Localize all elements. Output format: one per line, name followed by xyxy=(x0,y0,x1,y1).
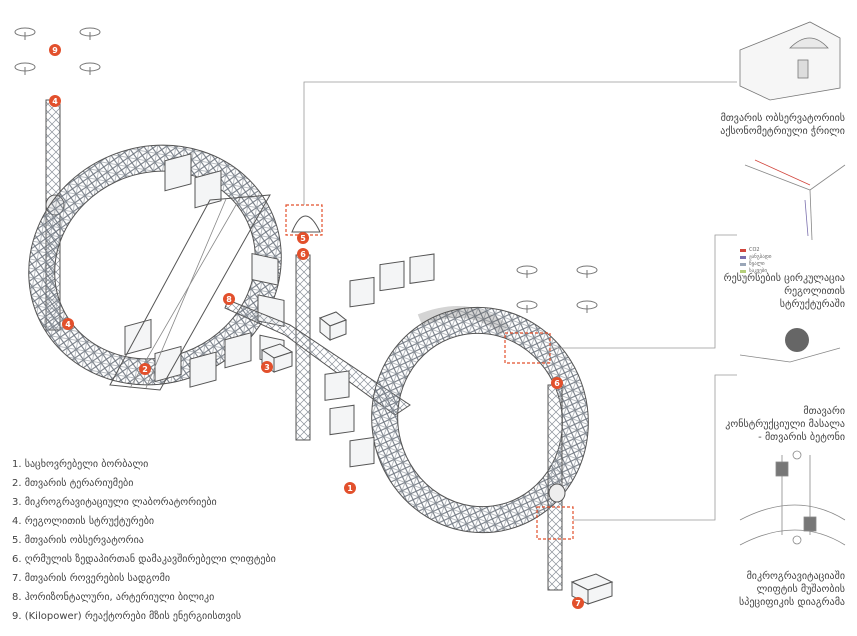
leader-lines xyxy=(303,81,737,521)
legend-item: 5. მთვარის ობსერვატორია xyxy=(12,535,144,546)
number-marker-circle xyxy=(297,248,309,260)
number-marker: 9 xyxy=(49,44,61,56)
number-marker-circle xyxy=(62,318,74,330)
number-marker: 6 xyxy=(297,248,309,260)
legend-item: 7. მთვარის როვერების სადგომი xyxy=(12,573,171,584)
number-marker-label: 4 xyxy=(65,320,71,329)
number-marker-circle xyxy=(139,363,151,375)
reactors-top xyxy=(14,27,101,75)
rover-garage xyxy=(570,573,614,605)
number-marker-label: 8 xyxy=(226,295,232,304)
elevator-diagram xyxy=(739,450,846,546)
legend-item: 4. რეგოლითის სტრუქტურები xyxy=(12,516,155,527)
number-marker-circle xyxy=(344,482,356,494)
terrarium-modules-left xyxy=(124,153,252,388)
number-marker-label: 2 xyxy=(142,365,148,374)
number-marker-label: 9 xyxy=(52,46,58,55)
number-marker: 1 xyxy=(344,482,356,494)
number-marker-circle xyxy=(223,293,235,305)
reactors-mid xyxy=(516,265,598,313)
legend-item: 1. საცხოვრებელი ბორბალი xyxy=(12,459,149,470)
legend-item: 6. ღრმულის ზედაპირთან დამაკავშირებელი ლი… xyxy=(12,554,276,565)
number-marker-label: 4 xyxy=(52,97,58,106)
key-row: წყალი xyxy=(740,261,771,268)
number-marker: 6 xyxy=(551,377,563,389)
key-row: CO2 xyxy=(740,247,771,254)
key-row: საკვები xyxy=(740,268,771,275)
regolith-walkway-right xyxy=(417,306,509,335)
legend-item: 9. (Kilopower) რეაქტორები მზის ენერგიისთ… xyxy=(12,611,242,622)
number-marker-label: 7 xyxy=(575,599,581,608)
key-row: ჟანგბადი xyxy=(740,254,771,261)
number-marker: 7 xyxy=(572,597,584,609)
material-sketch xyxy=(739,328,841,363)
legend-item: 8. ჰორიზონტალური, არტერიული ბილიკი xyxy=(12,592,215,603)
number-marker-label: 3 xyxy=(264,363,270,372)
number-marker: 4 xyxy=(62,318,74,330)
observatory-section-sketch xyxy=(739,21,841,101)
key-label: წყალი xyxy=(749,261,765,267)
number-marker-circle xyxy=(297,232,309,244)
caption-material: მთავარი კონსტრუქციული მასალა - მთვარის ბ… xyxy=(725,406,845,443)
key-swatch xyxy=(740,249,746,252)
legend-item: 2. მთვარის ტერარიუმები xyxy=(12,478,134,489)
key-label: CO2 xyxy=(749,247,760,253)
number-marker: 5 xyxy=(297,232,309,244)
number-marker-circle xyxy=(261,361,273,373)
number-marker-label: 6 xyxy=(300,250,306,259)
number-marker: 4 xyxy=(49,95,61,107)
caption-observatory: მთვარის ობსერვატორიის აქსონომეტრიული ჭრი… xyxy=(720,113,845,137)
number-marker-label: 6 xyxy=(554,379,560,388)
observatory-dome xyxy=(291,215,321,233)
regolith-structure xyxy=(109,194,271,391)
number-marker: 8 xyxy=(223,293,235,305)
number-marker-label: 1 xyxy=(347,484,353,493)
key-swatch xyxy=(740,270,746,273)
key-label: საკვები xyxy=(749,268,767,274)
resource-key: CO2 ჟანგბადი წყალი საკვები xyxy=(740,247,771,275)
number-marker-label: 5 xyxy=(300,234,306,243)
key-label: ჟანგბადი xyxy=(749,254,772,260)
number-marker-circle xyxy=(49,44,61,56)
number-marker-circle xyxy=(572,597,584,609)
number-marker: 3 xyxy=(261,361,273,373)
key-swatch xyxy=(740,256,746,259)
circulation-sketch xyxy=(744,159,846,241)
number-marker-circle xyxy=(551,377,563,389)
caption-circulation: რესურსების ცირკულაცია რეგოლითის სტრუქტურ… xyxy=(723,273,845,310)
legend-item: 3. მიკროგრავიტაციული ლაბორატორიები xyxy=(12,497,217,508)
legend: 1. საცხოვრებელი ბორბალი 2. მთვარის ტერარ… xyxy=(12,455,312,626)
number-marker-circle xyxy=(49,95,61,107)
number-marker: 2 xyxy=(139,363,151,375)
terrarium-modules-right xyxy=(324,253,435,468)
key-swatch xyxy=(740,263,746,266)
caption-elevator: მიკროგრავიტაციაში ლიფტის მუშაობის სპეციფ… xyxy=(739,571,845,608)
